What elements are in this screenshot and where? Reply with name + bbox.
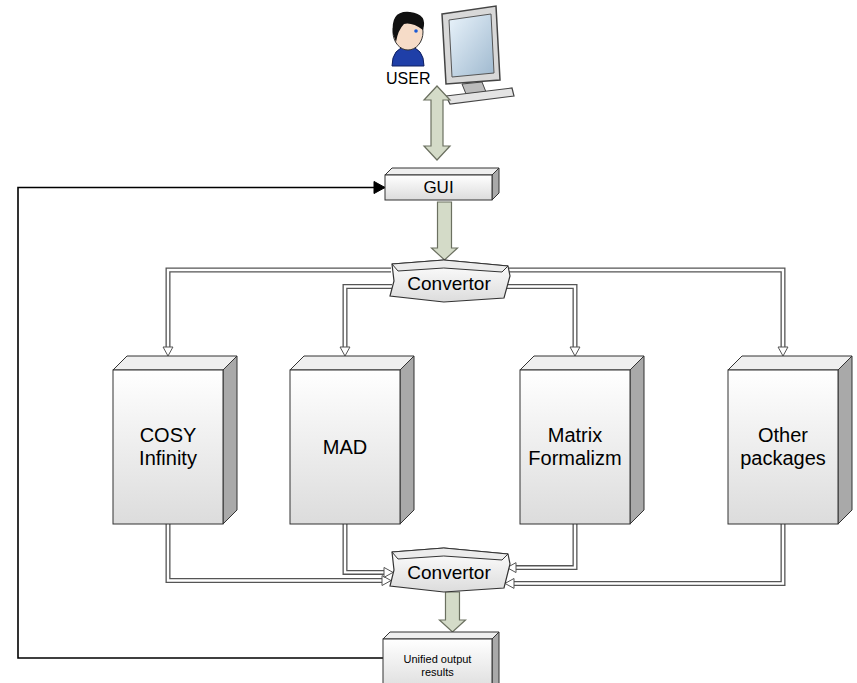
connector [340, 287, 392, 356]
connector [432, 202, 458, 260]
connector [163, 270, 391, 356]
package-box: COSY Infinity [113, 356, 237, 524]
output-box: Unified output results [383, 632, 499, 683]
convertor-box: Convertor [388, 546, 512, 594]
node-label: Convertor [399, 270, 499, 298]
double-arrow [424, 86, 450, 160]
monitor-icon [442, 6, 514, 104]
convertor-box: Convertor [388, 258, 512, 304]
connector [505, 287, 580, 356]
node-label: Other packages [731, 370, 835, 524]
user-label: USER [386, 70, 430, 88]
package-box: MAD [290, 356, 414, 524]
node-label: GUI [388, 175, 489, 200]
connector [345, 524, 393, 577]
node-label: COSY Infinity [116, 370, 220, 524]
connector [168, 524, 391, 586]
gui-box: GUI [385, 168, 499, 200]
connector [505, 524, 783, 588]
node-label: Unified output results [386, 639, 489, 683]
node-label: Convertor [399, 558, 499, 588]
connector [507, 524, 575, 573]
connector [439, 592, 465, 632]
package-box: Matrix Formalizm [520, 356, 644, 524]
connector [509, 270, 788, 356]
node-label: Matrix Formalizm [523, 370, 627, 524]
user-icon [392, 12, 424, 66]
package-box: Other packages [728, 356, 852, 524]
node-label: MAD [293, 370, 397, 524]
